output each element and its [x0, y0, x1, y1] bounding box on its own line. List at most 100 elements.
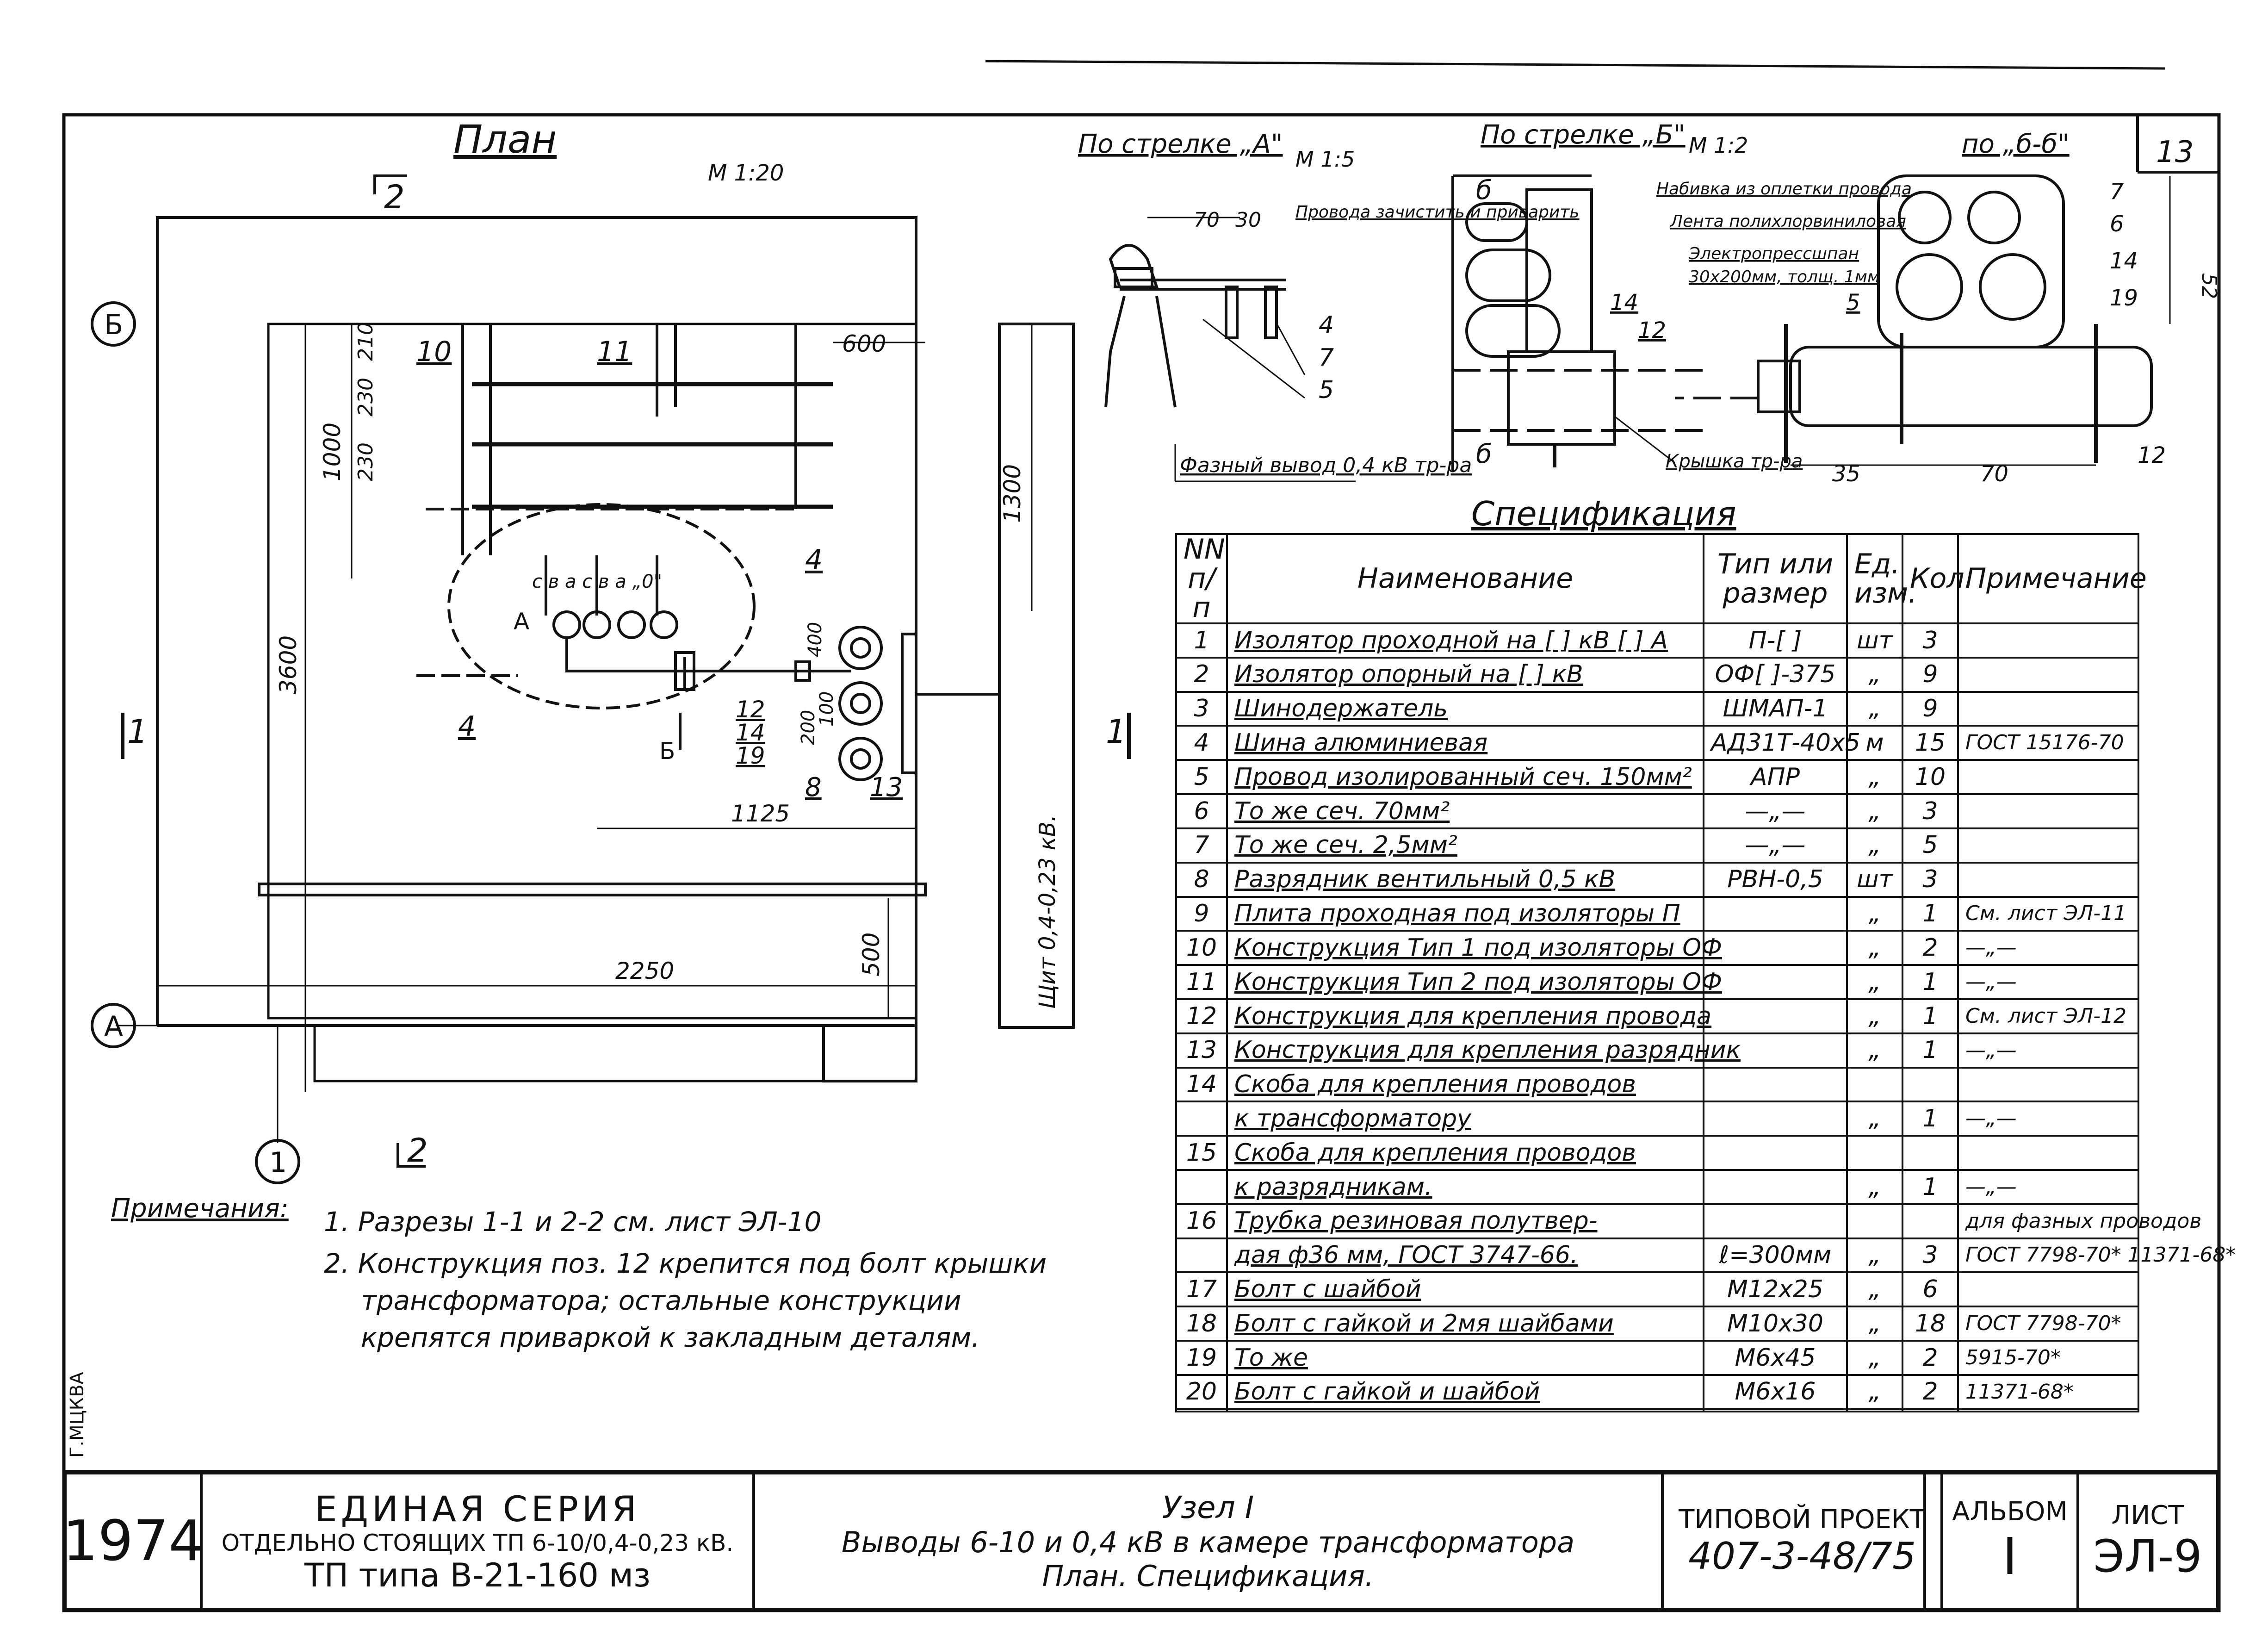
spec-cell: Изолятор опорный на [ ] кВ [1226, 656, 1704, 693]
spec-cell: 18 [1902, 1306, 1959, 1342]
spec-cell: 16 [1175, 1203, 1228, 1239]
spec-cell: ℓ=300мм [1703, 1237, 1848, 1274]
spec-cell: См. лист ЭЛ-11 [1957, 896, 2139, 932]
spec-cell: 18 [1175, 1306, 1228, 1342]
arrow-a-title: По стрелке „А" [1078, 129, 1283, 159]
spec-cell: 15 [1175, 1135, 1228, 1171]
dim-200: 200 [798, 710, 819, 745]
spec-cell: Провод изолированный сеч. 150мм² [1226, 759, 1704, 796]
spec-cell [1957, 1408, 2139, 1413]
section-pos-12: 12 [2138, 442, 2166, 468]
spec-cell: для фазных проводов [1957, 1203, 2201, 1239]
spec-cell: ГОСТ 15176-70 [1957, 725, 2139, 761]
section-bb-title: по „б-б" [1962, 129, 2070, 159]
spec-cell: 2 [1175, 656, 1228, 693]
title-desc-2: План. Спецификация. [1042, 1559, 1374, 1593]
spec-cell [1846, 1203, 1903, 1239]
spec-cell [1703, 1408, 1848, 1413]
arrow-a-mark: А [514, 608, 529, 635]
spec-cell [1175, 1101, 1228, 1137]
notes-heading: Примечания: [111, 1194, 289, 1224]
spec-cell: Скоба для крепления проводов [1226, 1135, 1704, 1171]
spec-cell: „ [1846, 1340, 1903, 1376]
spec-cell: ГОСТ 7798-70* 11371-68* [1957, 1237, 2236, 1274]
spec-cell [1957, 1066, 2139, 1103]
section-1-right: 1 [1106, 713, 1127, 751]
spec-cell [1703, 1032, 1848, 1069]
spec-cell [1957, 1135, 2139, 1171]
spec-cell [1846, 1408, 1903, 1413]
spec-cell: Болт с гайкой и 2мя шайбами [1226, 1306, 1704, 1342]
spec-cell [1902, 1408, 1959, 1413]
spec-cell: —„— [1957, 1101, 2139, 1137]
spec-cell [1846, 1066, 1903, 1103]
spec-cell: 3 [1902, 861, 1959, 898]
arrow-b-cover: Крышка тр-ра [1666, 451, 1803, 472]
note-1: 1. Разрезы 1-1 и 2-2 см. лист ЭЛ-10 [324, 1206, 821, 1238]
note-2a: 2. Конструкция поз. 12 крепится под болт… [324, 1248, 1047, 1279]
spec-cell: „ [1846, 1306, 1903, 1342]
spec-cell: М10х30 [1703, 1306, 1848, 1342]
spec-cell: ОФ[ ]-375 [1703, 656, 1848, 693]
spec-row: к трансформатору„1—„— [1175, 1101, 2139, 1137]
spec-cell: —„— [1703, 793, 1848, 829]
title-sheet-no: ЭЛ-9 [2093, 1530, 2202, 1582]
spec-cell [1902, 1135, 1959, 1171]
spec-cell: Конструкция Тип 1 под изоляторы ОФ [1226, 930, 1722, 966]
spec-cell: 15 [1902, 725, 1959, 761]
spec-cell: 6 [1175, 793, 1228, 829]
spec-cell [1957, 1271, 2139, 1308]
pos-4-right: 4 [805, 544, 823, 576]
spec-cell: ГОСТ 7798-70* [1957, 1306, 2139, 1342]
spec-cell: 17 [1175, 1271, 1228, 1308]
title-series-3: ТП типа В-21-160 мз [304, 1556, 651, 1594]
section-label-3: Электропрессшпан [1688, 244, 1859, 263]
title-project-no: 407-3-48/75 [1688, 1535, 1916, 1578]
spec-cell [1703, 1203, 1848, 1239]
spec-cell [1957, 690, 2139, 727]
arrow-a-dim-70: 70 [1194, 208, 1220, 232]
spec-cell: 9 [1175, 896, 1228, 932]
spec-cell: 19 [1175, 1340, 1228, 1376]
title-project-cell: ТИПОВОЙ ПРОЕКТ 407-3-48/75 [1661, 1472, 1943, 1611]
spec-cell [1703, 896, 1848, 932]
arrow-b-pos-12: 12 [1638, 317, 1666, 343]
spec-cell: 13 [1175, 1032, 1228, 1069]
spec-cell: 4 [1175, 725, 1228, 761]
section-label-4: 30х200мм, толщ. 1мм [1689, 267, 1880, 286]
spec-cell: 1 [1902, 1101, 1959, 1137]
spec-cell: „ [1846, 759, 1903, 796]
spec-cell: Изолятор проходной на [ ] кВ [ ] А [1226, 622, 1704, 659]
dim-210: 210 [354, 322, 378, 361]
plan-title: План [453, 117, 557, 162]
arrow-b-dim-35: 35 [1832, 461, 1860, 487]
spec-cell: 8 [1175, 861, 1228, 898]
title-album-label: АЛЬБОМ [1952, 1496, 2068, 1527]
axis-a-label: А [104, 1010, 123, 1043]
spec-header-2: Тип или размер [1703, 533, 1848, 624]
note-2b: трансформатора; остальные конструкции [361, 1285, 961, 1316]
pos-13: 13 [870, 772, 903, 802]
spec-cell: „ [1846, 1101, 1903, 1137]
title-project-label: ТИПОВОЙ ПРОЕКТ [1679, 1505, 1926, 1535]
spec-cell: 3 [1175, 690, 1228, 727]
spec-cell: 14 [1175, 1066, 1228, 1103]
section-pos-7: 7 [2110, 179, 2124, 205]
spec-header-0: NN п/п [1175, 533, 1228, 624]
spec-cell: То же [1226, 1340, 1704, 1376]
spec-cell: Болт с шайбой [1226, 1271, 1704, 1308]
